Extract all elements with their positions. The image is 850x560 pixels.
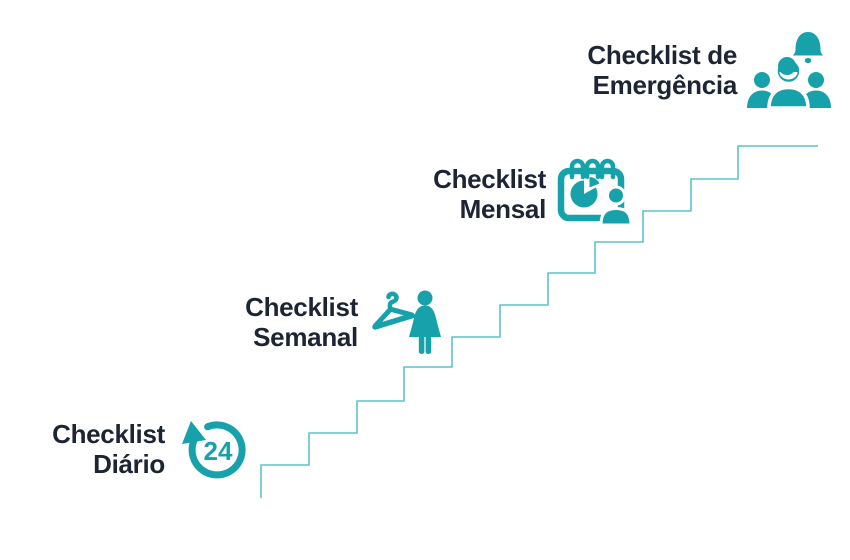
badge-24: 24 <box>204 436 233 466</box>
label-line-1: Checklist de <box>587 40 737 70</box>
label-line-2: Semanal <box>253 322 358 352</box>
bell-people-group-icon <box>744 28 832 115</box>
label-checklist-semanal: Checklist Semanal <box>245 292 358 352</box>
calendar-pie-chart-person-icon <box>556 157 634 234</box>
label-line-2: Mensal <box>459 194 547 224</box>
label-line-2: Diário <box>93 449 165 479</box>
label-line-1: Checklist <box>52 419 165 449</box>
label-checklist-emergencia: Checklist de Emergência <box>587 40 737 100</box>
label-checklist-diario: Checklist Diário <box>52 419 165 479</box>
label-line-1: Checklist <box>433 164 546 194</box>
24-hours-arrow-icon: 24 <box>180 415 248 488</box>
label-line-2: Emergência <box>592 70 738 100</box>
label-checklist-mensal: Checklist Mensal <box>433 164 546 224</box>
hanger-woman-icon <box>372 285 442 364</box>
label-line-1: Checklist <box>245 292 358 322</box>
